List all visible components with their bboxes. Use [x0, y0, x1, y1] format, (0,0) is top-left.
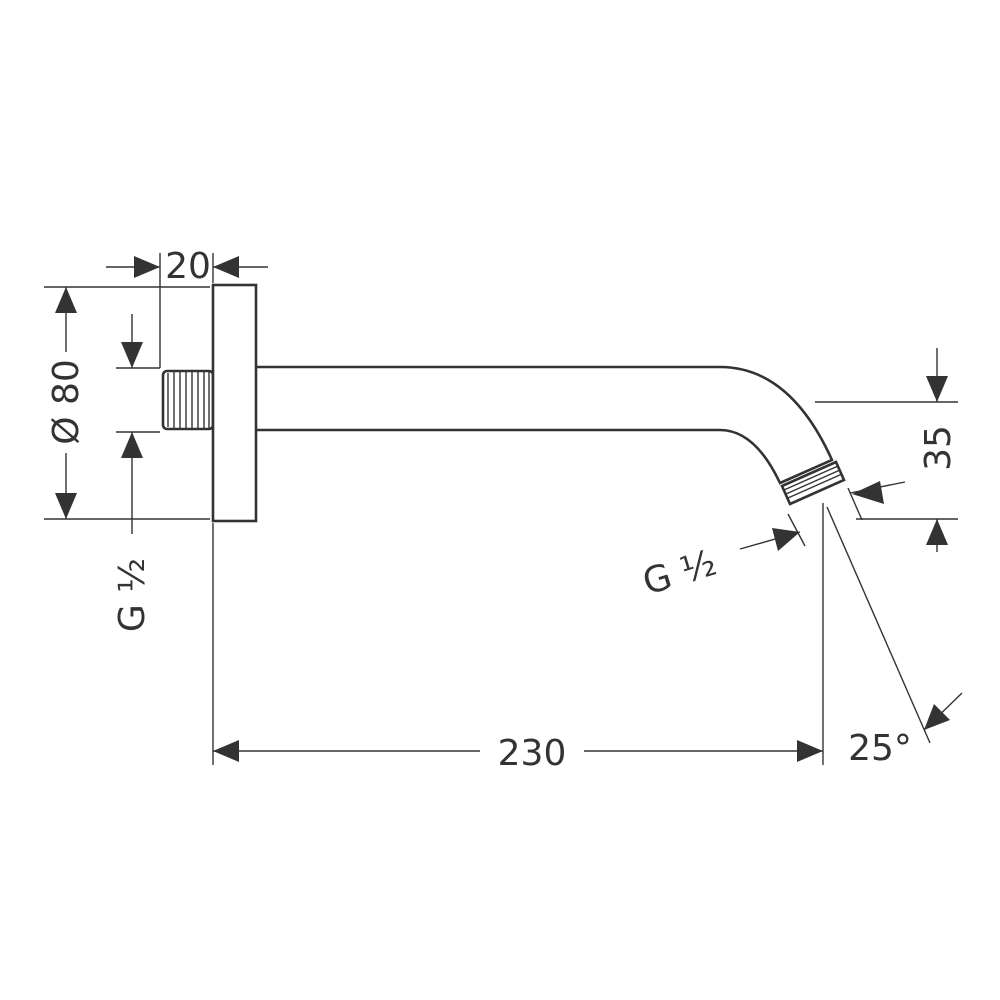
dim-inlet-thread: G ½	[112, 558, 153, 632]
extension-lines	[44, 253, 958, 765]
wall-flange	[211, 283, 258, 523]
inlet-thread	[161, 369, 215, 431]
dim-flange-depth: 20	[165, 246, 211, 287]
dim-flange-diameter: Ø 80	[46, 359, 87, 445]
dim-outlet-thread: G ½	[638, 543, 721, 604]
dim-outlet-angle: 25°	[848, 728, 912, 769]
arm-tube	[253, 365, 834, 485]
shower-arm-part	[161, 283, 846, 523]
dim-drop-height: 35	[918, 425, 959, 471]
outlet-thread	[780, 460, 846, 506]
dimension-lines	[55, 256, 963, 762]
dim-arm-length: 230	[498, 733, 567, 774]
